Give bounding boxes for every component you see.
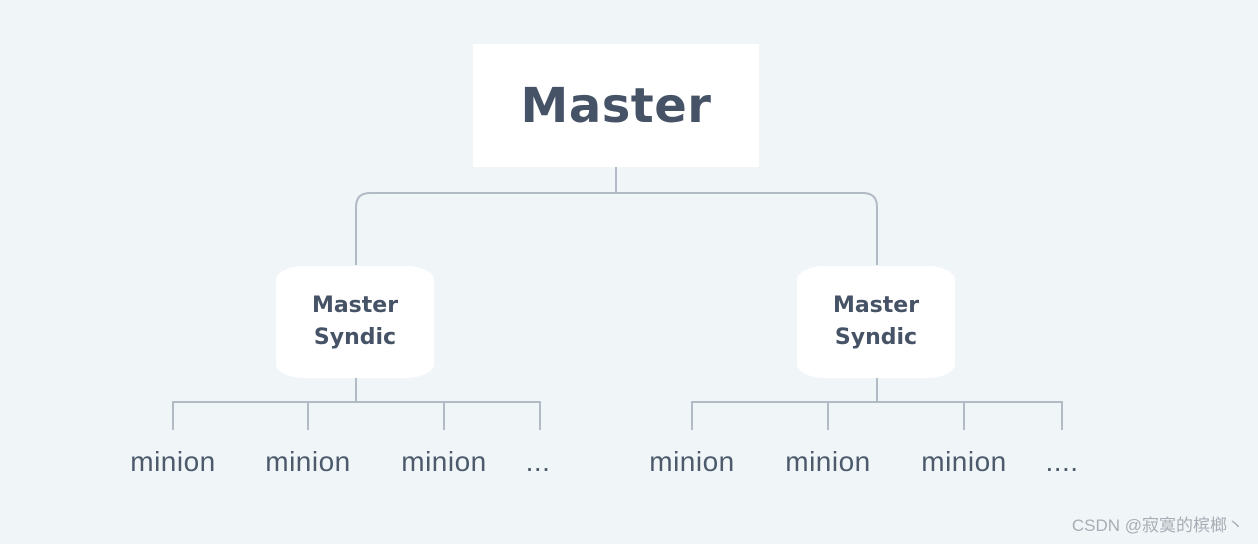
minion-node: minion — [921, 446, 1007, 477]
syndic-node-left: Master Syndic — [276, 266, 434, 378]
watermark: CSDN @寂寞的槟榔丶 — [1071, 516, 1244, 535]
left-syndic-connector — [172, 378, 541, 430]
minion-node: minion — [401, 446, 487, 477]
syndic-label-line1: Master — [832, 293, 920, 318]
master-node: Master — [473, 44, 759, 167]
minion-node: minion — [649, 446, 735, 477]
right-syndic-connector — [691, 378, 1063, 430]
minion-node: minion — [265, 446, 351, 477]
syndic-label-line2: Syndic — [313, 325, 397, 350]
minion-node: minion — [785, 446, 871, 477]
master-label: Master — [520, 77, 712, 134]
master-connector — [355, 167, 878, 265]
ellipsis-node: .... — [1045, 446, 1079, 477]
syndic-node-right: Master Syndic — [797, 266, 955, 378]
ellipsis-node: ... — [525, 446, 551, 477]
syndic-label-line1: Master — [311, 293, 399, 318]
minion-node: minion — [130, 446, 216, 477]
syndic-label-line2: Syndic — [834, 325, 918, 350]
